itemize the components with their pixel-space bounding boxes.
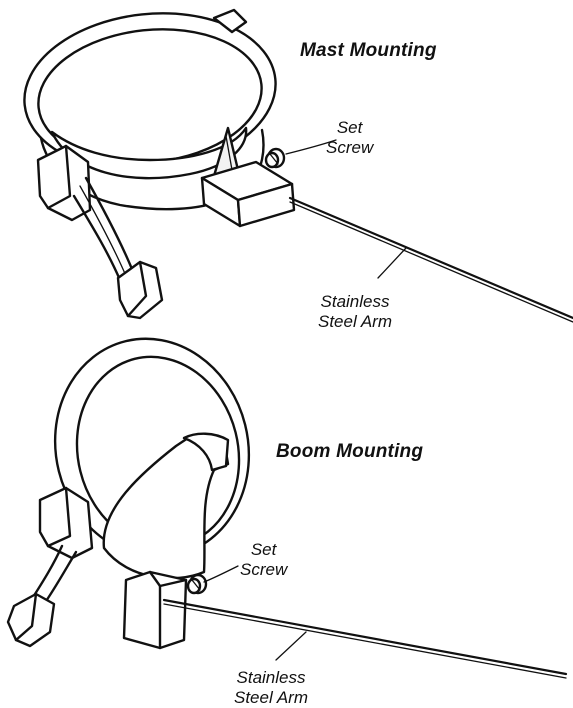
mast-steel-arm: [288, 196, 573, 320]
boom-set-screw-leader: [203, 565, 239, 583]
mast-arm-leader: [377, 247, 407, 279]
boom-arm-label-line2: Steel Arm: [234, 688, 309, 707]
boom-lever-cap: [6, 592, 56, 648]
boom-post: [122, 570, 188, 650]
mast-lever-cap: [116, 260, 164, 320]
boom-mount-illustration: [6, 337, 568, 679]
mast-arm-label: Stainless Steel Arm: [318, 292, 392, 332]
mast-set-screw-label-line2: Screw: [326, 138, 374, 157]
boom-handle-block: [38, 486, 94, 560]
boom-set-screw-label-line1: Set: [250, 540, 277, 559]
boom-set-screw-label: Set Screw: [240, 540, 287, 580]
mast-set-screw-label-line1: Set: [336, 118, 363, 137]
mast-arm-label-line1: Stainless: [320, 292, 390, 311]
boom-arm-label: Stainless Steel Arm: [234, 668, 308, 708]
boom-steel-arm: [162, 598, 568, 676]
mast-mount-illustration: [23, 8, 573, 323]
boom-arm-label-line1: Stainless: [236, 668, 306, 687]
mast-arm-block: [200, 160, 296, 228]
boom-arm-leader: [275, 631, 307, 661]
mast-mounting-title: Mast Mounting: [300, 40, 437, 61]
boom-set-screw: [186, 573, 208, 595]
boom-set-screw-label-line2: Screw: [240, 560, 288, 579]
mast-set-screw-leader: [285, 139, 337, 155]
mast-set-screw-label: Set Screw: [326, 118, 373, 158]
boom-mounting-title: Boom Mounting: [276, 441, 424, 462]
mast-set-screw: [264, 147, 286, 169]
mast-arm-label-line2: Steel Arm: [318, 312, 393, 331]
